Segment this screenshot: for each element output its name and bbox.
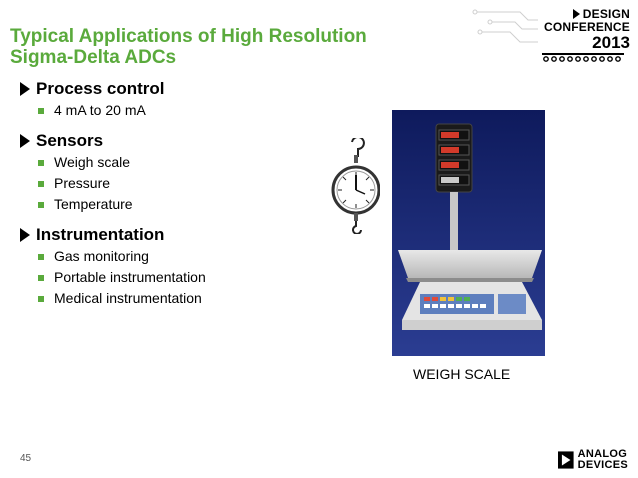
design-conference-logo: DESIGN CONFERENCE 2013 [538,8,630,76]
list-item: Gas monitoring [20,246,340,267]
square-bullet-icon [38,274,44,281]
logo-design-text: DESIGN [582,7,630,21]
logo-analog-text: ANALOG [577,447,628,460]
list-item: Medical instrumentation [20,288,340,309]
square-bullet-icon [38,253,44,260]
analog-devices-logo: ANALOG DEVICES [558,447,628,472]
triangle-bullet-icon [20,82,30,96]
list-item: Temperature [20,194,340,215]
slide-title-line-2: Sigma-Delta ADCs [10,47,177,68]
list-item: Pressure [20,173,340,194]
triangle-bullet-icon [20,134,30,148]
page-number: 45 [20,453,32,464]
square-bullet-icon [38,159,44,166]
circuit-decoration [472,9,538,43]
square-bullet-icon [38,107,44,114]
slide-title-line-1: Typical Applications of High Resolution [10,26,367,47]
bullet-list: Process control 4 mA to 20 mA Sensors We… [20,78,340,318]
section-sensors: Sensors Weigh scale Pressure Temperature [20,130,340,215]
section-process-control: Process control 4 mA to 20 mA [20,78,340,121]
section-heading: Sensors [36,131,104,150]
triangle-bullet-icon [20,228,30,242]
section-heading: Instrumentation [36,225,165,244]
list-item: Portable instrumentation [20,267,340,288]
list-item: 4 mA to 20 mA [20,100,340,121]
logo-year-text: 2013 [592,33,630,52]
logo-conference-text: CONFERENCE [543,20,630,34]
logo-devices-text: DEVICES [577,458,628,471]
analog-devices-triangle-icon [558,450,574,469]
play-arrow-icon [572,9,580,19]
section-heading: Process control [36,79,165,98]
section-instrumentation: Instrumentation Gas monitoring Portable … [20,224,340,309]
list-item: Weigh scale [20,152,340,173]
hanging-dial-scale-image [331,138,380,234]
chip-pins-icon [542,53,624,62]
weigh-scale-image [392,110,545,356]
slide-title: Typical Applications of High Resolution … [10,26,430,68]
square-bullet-icon [38,201,44,208]
square-bullet-icon [38,180,44,187]
photo-caption: WEIGH SCALE [413,366,511,382]
square-bullet-icon [38,295,44,302]
